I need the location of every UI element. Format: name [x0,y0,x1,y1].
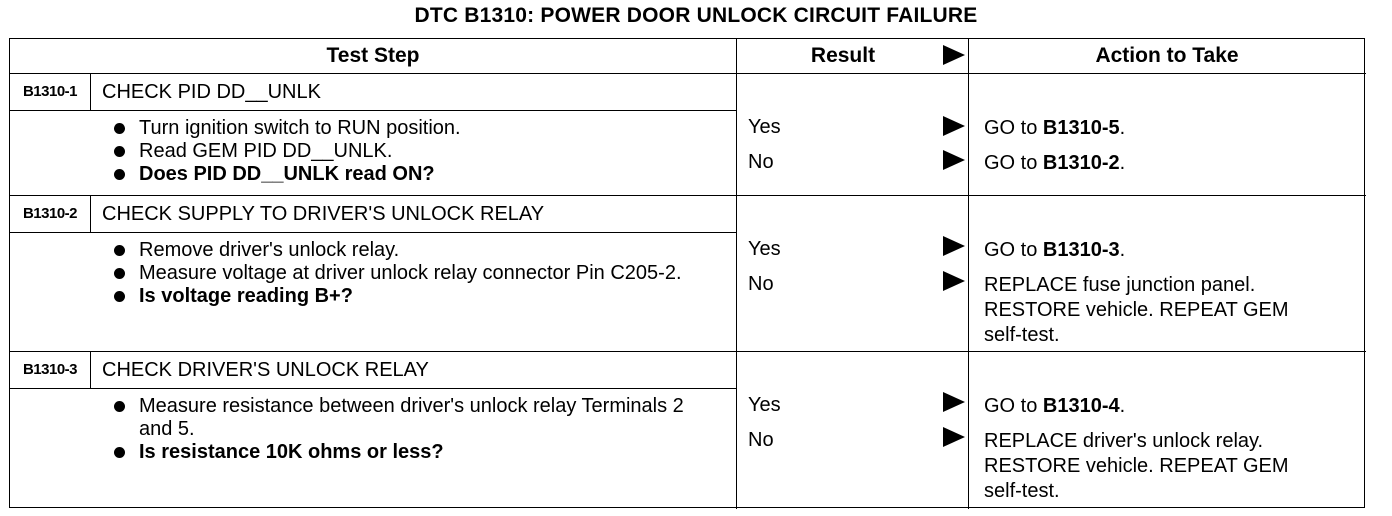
action-text: REPLACE driver's unlock relay. RESTORE v… [984,430,1289,502]
section-rule-1 [10,195,1366,196]
action-text: REPLACE fuse junction panel. RESTORE veh… [984,274,1289,346]
step-id: B1310-3 [22,361,78,378]
arrow-icon [943,271,965,291]
header-rule [10,73,1366,74]
action-text: GO to B1310-3. [984,239,1126,261]
section-rule-2 [10,351,1366,352]
divider-id-1 [90,74,91,110]
step-rule-1 [10,110,736,111]
bullet-item: Measure voltage at driver unlock relay c… [102,262,702,285]
page-title: DTC B1310: POWER DOOR UNLOCK CIRCUIT FAI… [414,4,978,27]
arrow-icon [943,150,965,170]
arrow-icon [943,116,965,136]
step-title: CHECK PID DD__UNLK [102,81,321,103]
header-test-step: Test Step [326,44,420,67]
arrow-icon [943,392,965,412]
bullet-item: Measure resistance between driver's unlo… [102,395,722,441]
step-id: B1310-1 [22,83,78,100]
step-title: CHECK SUPPLY TO DRIVER'S UNLOCK RELAY [102,203,545,225]
step-title: CHECK DRIVER'S UNLOCK RELAY [102,359,429,381]
bullet-item: Remove driver's unlock relay. [102,239,702,262]
step-bullets: Turn ignition switch to RUN position. Re… [102,117,722,186]
result-yes: Yes [748,394,781,416]
result-no: No [748,429,774,451]
arrow-icon [943,427,965,447]
divider-action [968,39,969,509]
bullet-question: Is voltage reading B+? [102,285,702,308]
bullet-question: Is resistance 10K ohms or less? [102,441,722,464]
diagnostic-table: Test Step Result Action to Take B1310-1 … [9,38,1366,509]
result-yes: Yes [748,116,781,138]
header-action: Action to Take [1095,44,1239,67]
step-bullets: Measure resistance between driver's unlo… [102,395,722,464]
action-text: GO to B1310-2. [984,152,1126,174]
header-result: Result [810,44,876,67]
arrow-icon [943,236,965,256]
step-rule-2 [10,232,736,233]
divider-id-2 [90,196,91,232]
bullet-item: Read GEM PID DD__UNLK. [102,140,722,163]
header-arrow-icon [943,45,965,65]
result-no: No [748,151,774,173]
step-id: B1310-2 [22,205,78,222]
divider-id-3 [90,352,91,388]
step-rule-3 [10,388,736,389]
action-text: GO to B1310-4. [984,395,1126,417]
action-text: GO to B1310-5. [984,117,1126,139]
result-no: No [748,273,774,295]
bullet-item: Turn ignition switch to RUN position. [102,117,722,140]
bullet-question: Does PID DD__UNLK read ON? [102,163,722,186]
divider-result [736,39,737,509]
step-bullets: Remove driver's unlock relay. Measure vo… [102,239,702,308]
result-yes: Yes [748,238,781,260]
